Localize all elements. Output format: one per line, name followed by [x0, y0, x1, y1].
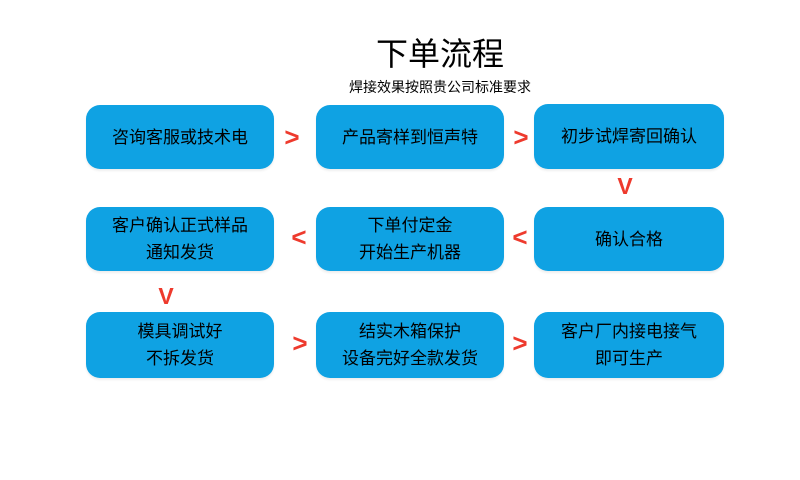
flow-step-send-sample: 产品寄样到恒声特: [316, 105, 504, 169]
flow-step-trial-weld-confirm: 初步试焊寄回确认: [534, 104, 724, 169]
flow-step-text: 确认合格: [595, 229, 663, 249]
flow-step-text: 通知发货: [146, 243, 214, 262]
arrow-left-icon: <: [512, 222, 528, 252]
flow-step-customer-power-gas-production: 客户厂内接电接气 即可生产: [534, 312, 724, 378]
flow-step-text: 不拆发货: [146, 349, 214, 368]
flow-step-text: 结实木箱保护: [359, 322, 461, 341]
page-title: 下单流程: [375, 36, 504, 72]
flow-step-text: 客户确认正式样品: [112, 216, 248, 235]
flow-step-text: 模具调试好: [137, 322, 223, 341]
flow-step-text: 客户厂内接电接气: [561, 322, 697, 341]
flow-step-wooden-crate-full-payment: 结实木箱保护 设备完好全款发货: [316, 312, 504, 378]
arrow-down-icon: V: [158, 283, 174, 309]
flow-step-text: 下单付定金: [367, 216, 453, 235]
arrow-right-icon: >: [292, 328, 308, 358]
flow-step-order-deposit-production: 下单付定金 开始生产机器: [316, 207, 504, 271]
arrow-left-icon: <: [291, 222, 307, 252]
flow-step-confirm-qualified: 确认合格: [534, 207, 724, 271]
arrow-right-icon: >: [284, 122, 300, 152]
flow-step-text: 咨询客服或技术电: [112, 127, 248, 147]
flow-step-mold-debugged-ship: 模具调试好 不拆发货: [86, 312, 274, 378]
flow-step-text: 产品寄样到恒声特: [342, 127, 478, 147]
flow-step-text: 即可生产: [595, 349, 663, 368]
arrow-right-icon: >: [512, 328, 528, 358]
arrow-right-icon: >: [513, 122, 529, 152]
flow-step-text: 设备完好全款发货: [342, 349, 478, 368]
page-subtitle: 焊接效果按照贵公司标准要求: [349, 79, 531, 95]
flow-step-confirm-sample-ship-notice: 客户确认正式样品 通知发货: [86, 207, 274, 271]
flow-step-text: 开始生产机器: [359, 243, 461, 262]
flow-step-consult-service: 咨询客服或技术电: [86, 105, 274, 169]
arrow-down-icon: V: [617, 173, 633, 199]
flow-step-text: 初步试焊寄回确认: [561, 127, 697, 146]
